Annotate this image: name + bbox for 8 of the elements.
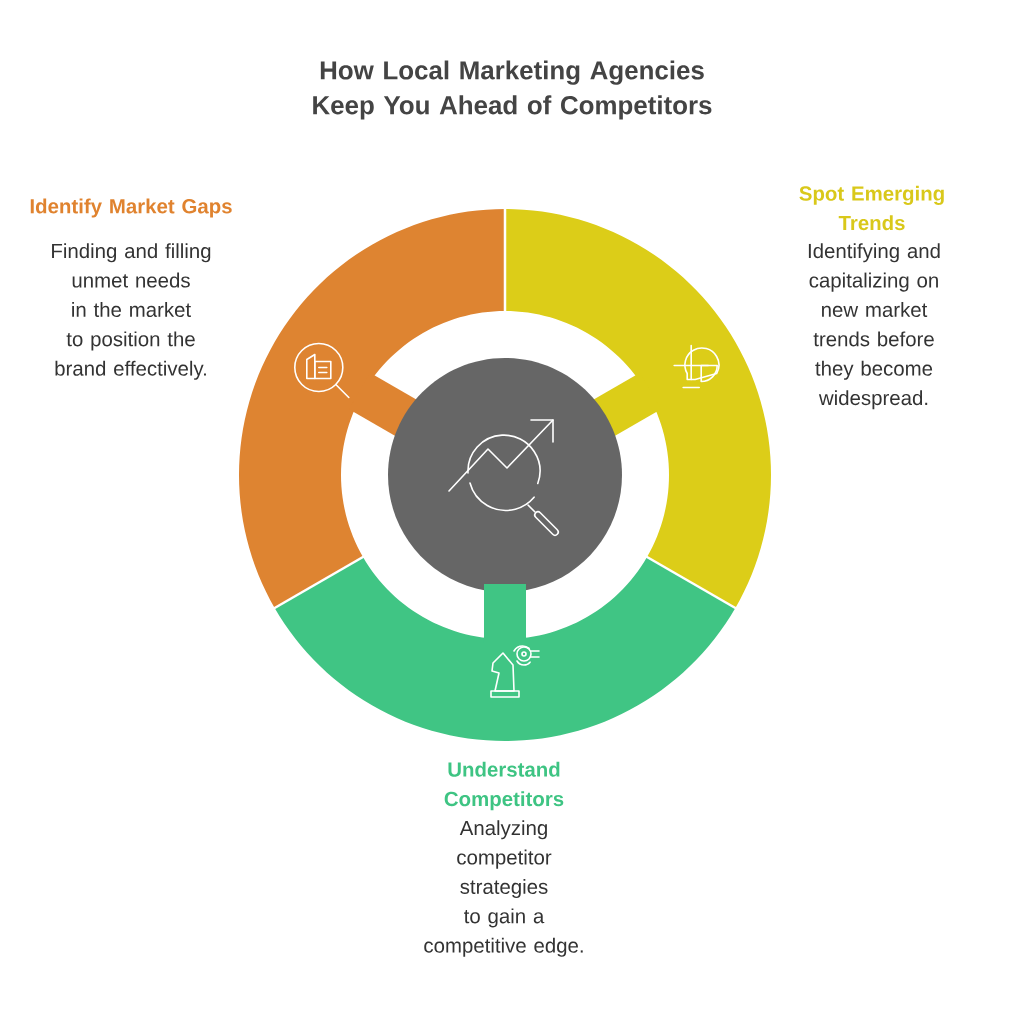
segment-heading: Understand Competitors	[444, 761, 564, 811]
segment-heading: Identify Market Gaps	[30, 198, 232, 218]
center-circle	[388, 358, 622, 592]
segment-description: Identifying and capitalizing on new market trends before they become widespread.	[808, 243, 940, 410]
segment-description: Finding and filling unmet needs in the market to position the brand effectively.	[52, 243, 211, 380]
segment-description: Analyzing competitor strategies to gain a competitive edge.	[424, 820, 583, 957]
segment-heading: Spot Emerging Trends	[799, 185, 944, 231]
title: How Local Marketing Agencies Keep You Ahead of Competitors	[313, 60, 712, 120]
